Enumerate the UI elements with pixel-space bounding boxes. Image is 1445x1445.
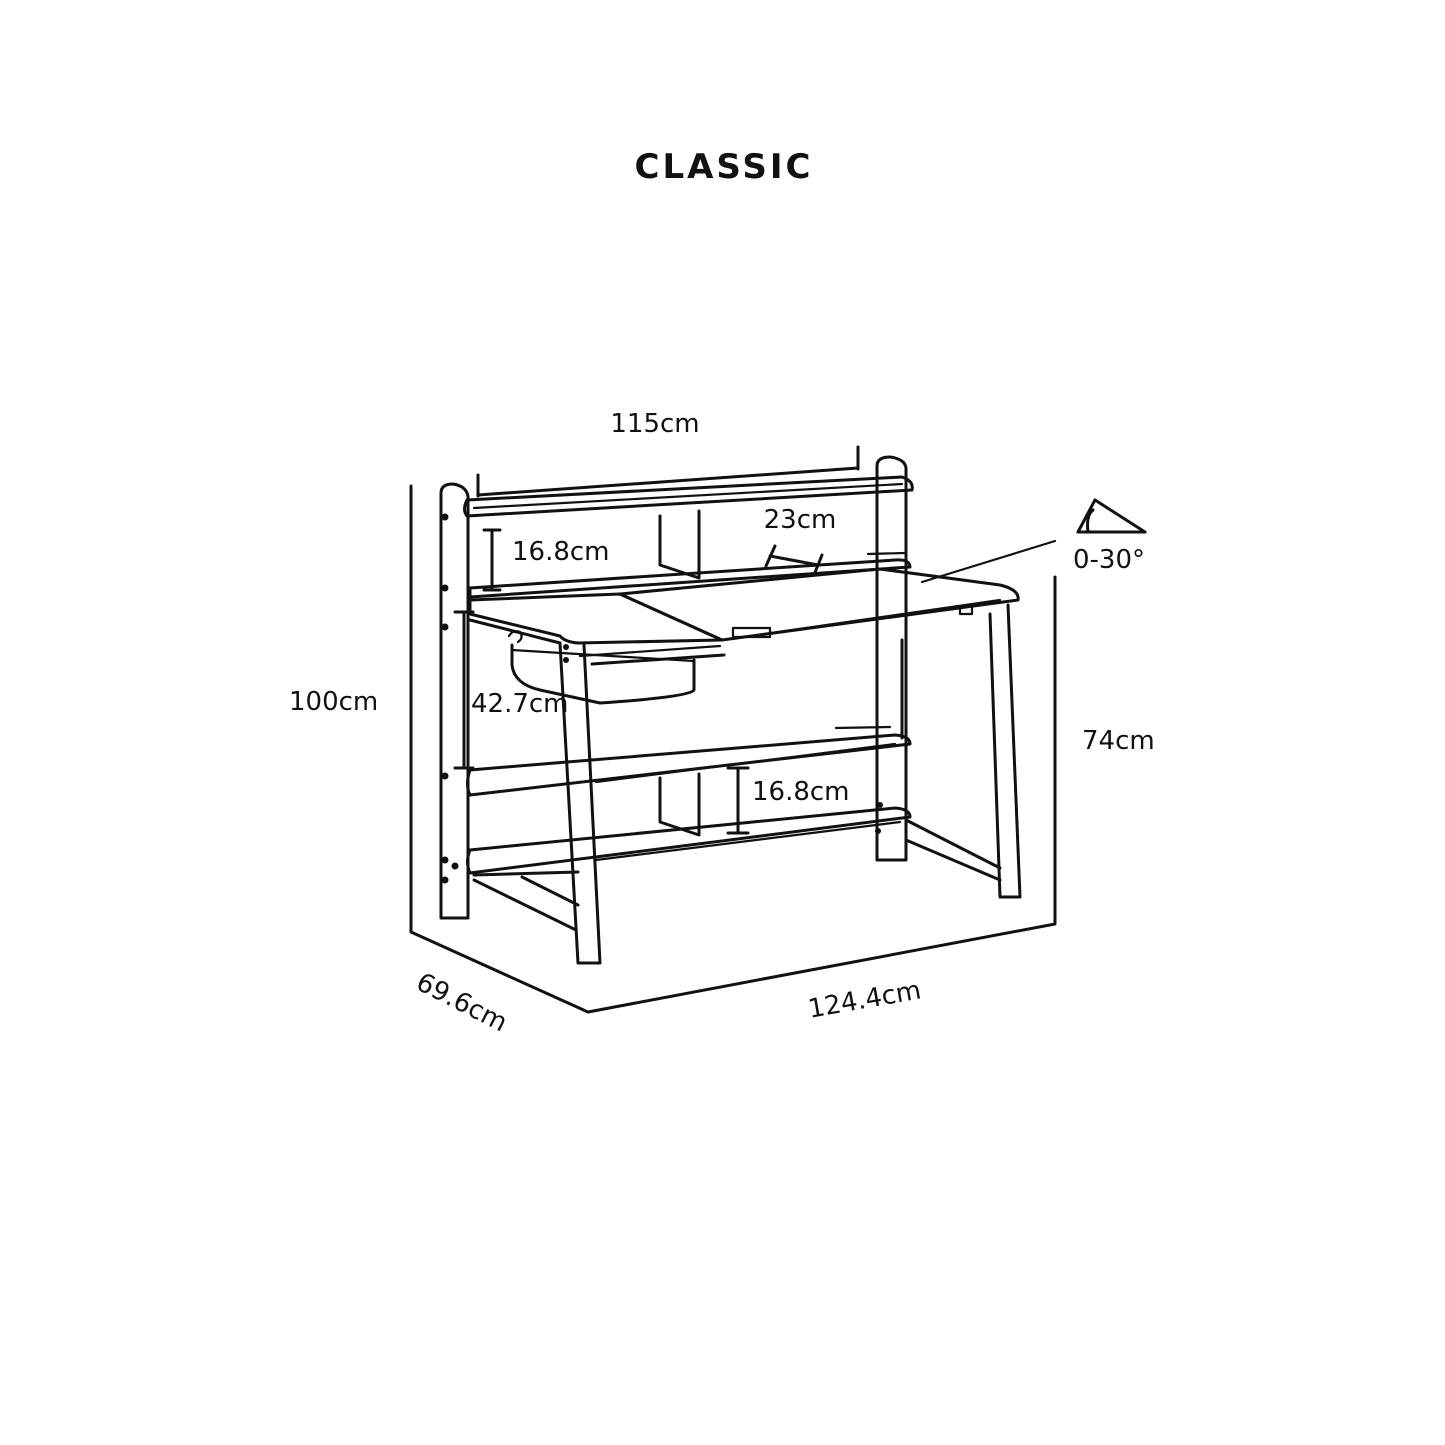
label-depth: 69.6cm xyxy=(411,967,512,1038)
dim-lower-shelf-gap xyxy=(726,766,750,835)
dim-top-shelf-width xyxy=(476,445,860,498)
dim-tilt-section-depth xyxy=(764,544,824,577)
post-holes xyxy=(441,513,459,884)
label-hutch-gap: 16.8cm xyxy=(512,537,610,567)
diagram-title: CLASSIC xyxy=(635,147,814,187)
label-side-gap: 42.7cm xyxy=(471,689,569,719)
label-top-shelf-width: 115cm xyxy=(610,409,699,439)
label-tilt-section-depth: 23cm xyxy=(764,505,837,535)
label-lower-shelf-gap: 16.8cm xyxy=(752,777,850,807)
dim-hutch-gap xyxy=(482,528,502,592)
label-tilt-angle: 0-30° xyxy=(1073,545,1145,575)
label-width: 124.4cm xyxy=(806,975,924,1024)
tilt-angle-icon xyxy=(920,498,1147,584)
dim-side-gap xyxy=(453,610,475,770)
label-desk-height: 74cm xyxy=(1082,726,1155,756)
label-total-height: 100cm xyxy=(289,687,378,717)
overall-bounding-lines xyxy=(409,484,1057,1014)
desk-drawing xyxy=(439,455,1022,965)
